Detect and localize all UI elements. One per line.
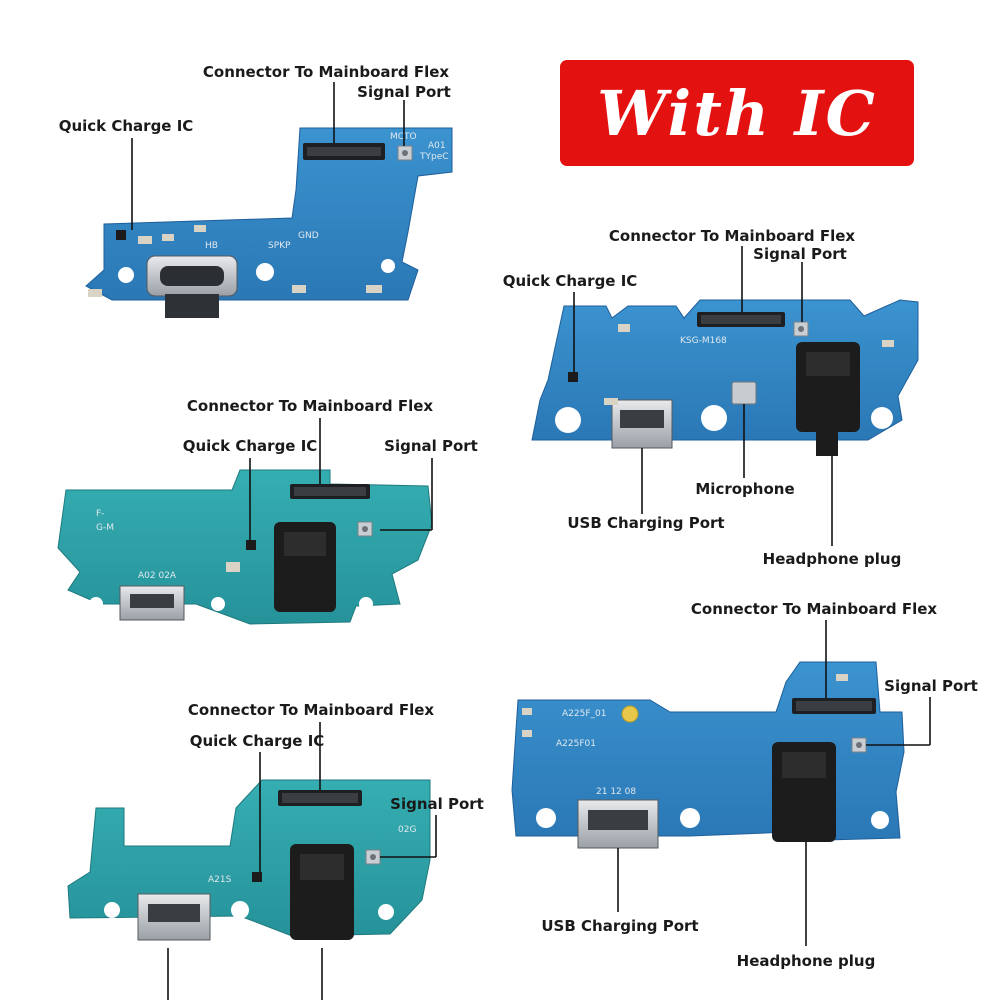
- label-microphone-2: Microphone: [695, 480, 794, 498]
- board1-gnd: GND: [298, 231, 319, 241]
- label-connector-5: Connector To Mainboard Flex: [691, 600, 938, 618]
- label-usb-2: USB Charging Port: [567, 514, 724, 532]
- label-quick-charge-2: Quick Charge IC: [503, 272, 638, 290]
- board-a225f: A225F_01 A225F01 21 12 08: [511, 661, 905, 849]
- label-signal-4: Signal Port: [390, 795, 484, 813]
- label-connector-2: Connector To Mainboard Flex: [609, 227, 856, 245]
- board5-model2: A225F01: [556, 739, 596, 749]
- labels: Connector To Mainboard Flex Signal Port …: [59, 63, 978, 970]
- board5-model1: A225F_01: [562, 709, 606, 719]
- label-connector-1: Connector To Mainboard Flex: [203, 63, 450, 81]
- board3-fg: F-: [96, 509, 104, 519]
- board-a21s: A21S 02G: [67, 779, 431, 941]
- label-connector-3: Connector To Mainboard Flex: [187, 397, 434, 415]
- label-quick-charge-1: Quick Charge IC: [59, 117, 194, 135]
- board1-hb: HB: [205, 241, 218, 251]
- board1-model: A01: [428, 141, 446, 151]
- board4-code: 02G: [398, 825, 416, 835]
- board-ksg-m168: KSG-M168: [531, 299, 919, 456]
- board4-model: A21S: [208, 875, 232, 885]
- board-a01: A01 TYpeC MCTO SPKP HB GND: [85, 127, 453, 318]
- board1-type: TYpeC: [419, 152, 449, 162]
- board5-date: 21 12 08: [596, 787, 636, 797]
- label-quick-charge-4: Quick Charge IC: [190, 732, 325, 750]
- board1-spkp: SPKP: [268, 241, 291, 251]
- label-headphone-2: Headphone plug: [763, 550, 902, 568]
- badge-text: With IC: [597, 76, 877, 150]
- with-ic-badge: With IC: [560, 60, 914, 166]
- label-signal-3: Signal Port: [384, 437, 478, 455]
- board-a02: F- G-M A02 02A: [57, 469, 433, 625]
- label-headphone-5: Headphone plug: [737, 952, 876, 970]
- label-connector-4: Connector To Mainboard Flex: [188, 701, 435, 719]
- label-signal-2: Signal Port: [753, 245, 847, 263]
- label-usb-5: USB Charging Port: [541, 917, 698, 935]
- board3-model: A02 02A: [138, 571, 177, 581]
- label-quick-charge-3: Quick Charge IC: [183, 437, 318, 455]
- board3-gm: G-M: [96, 523, 114, 533]
- board2-model: KSG-M168: [680, 336, 727, 346]
- callout-lines: [131, 82, 931, 1000]
- label-signal-1: Signal Port: [357, 83, 451, 101]
- label-signal-5: Signal Port: [884, 677, 978, 695]
